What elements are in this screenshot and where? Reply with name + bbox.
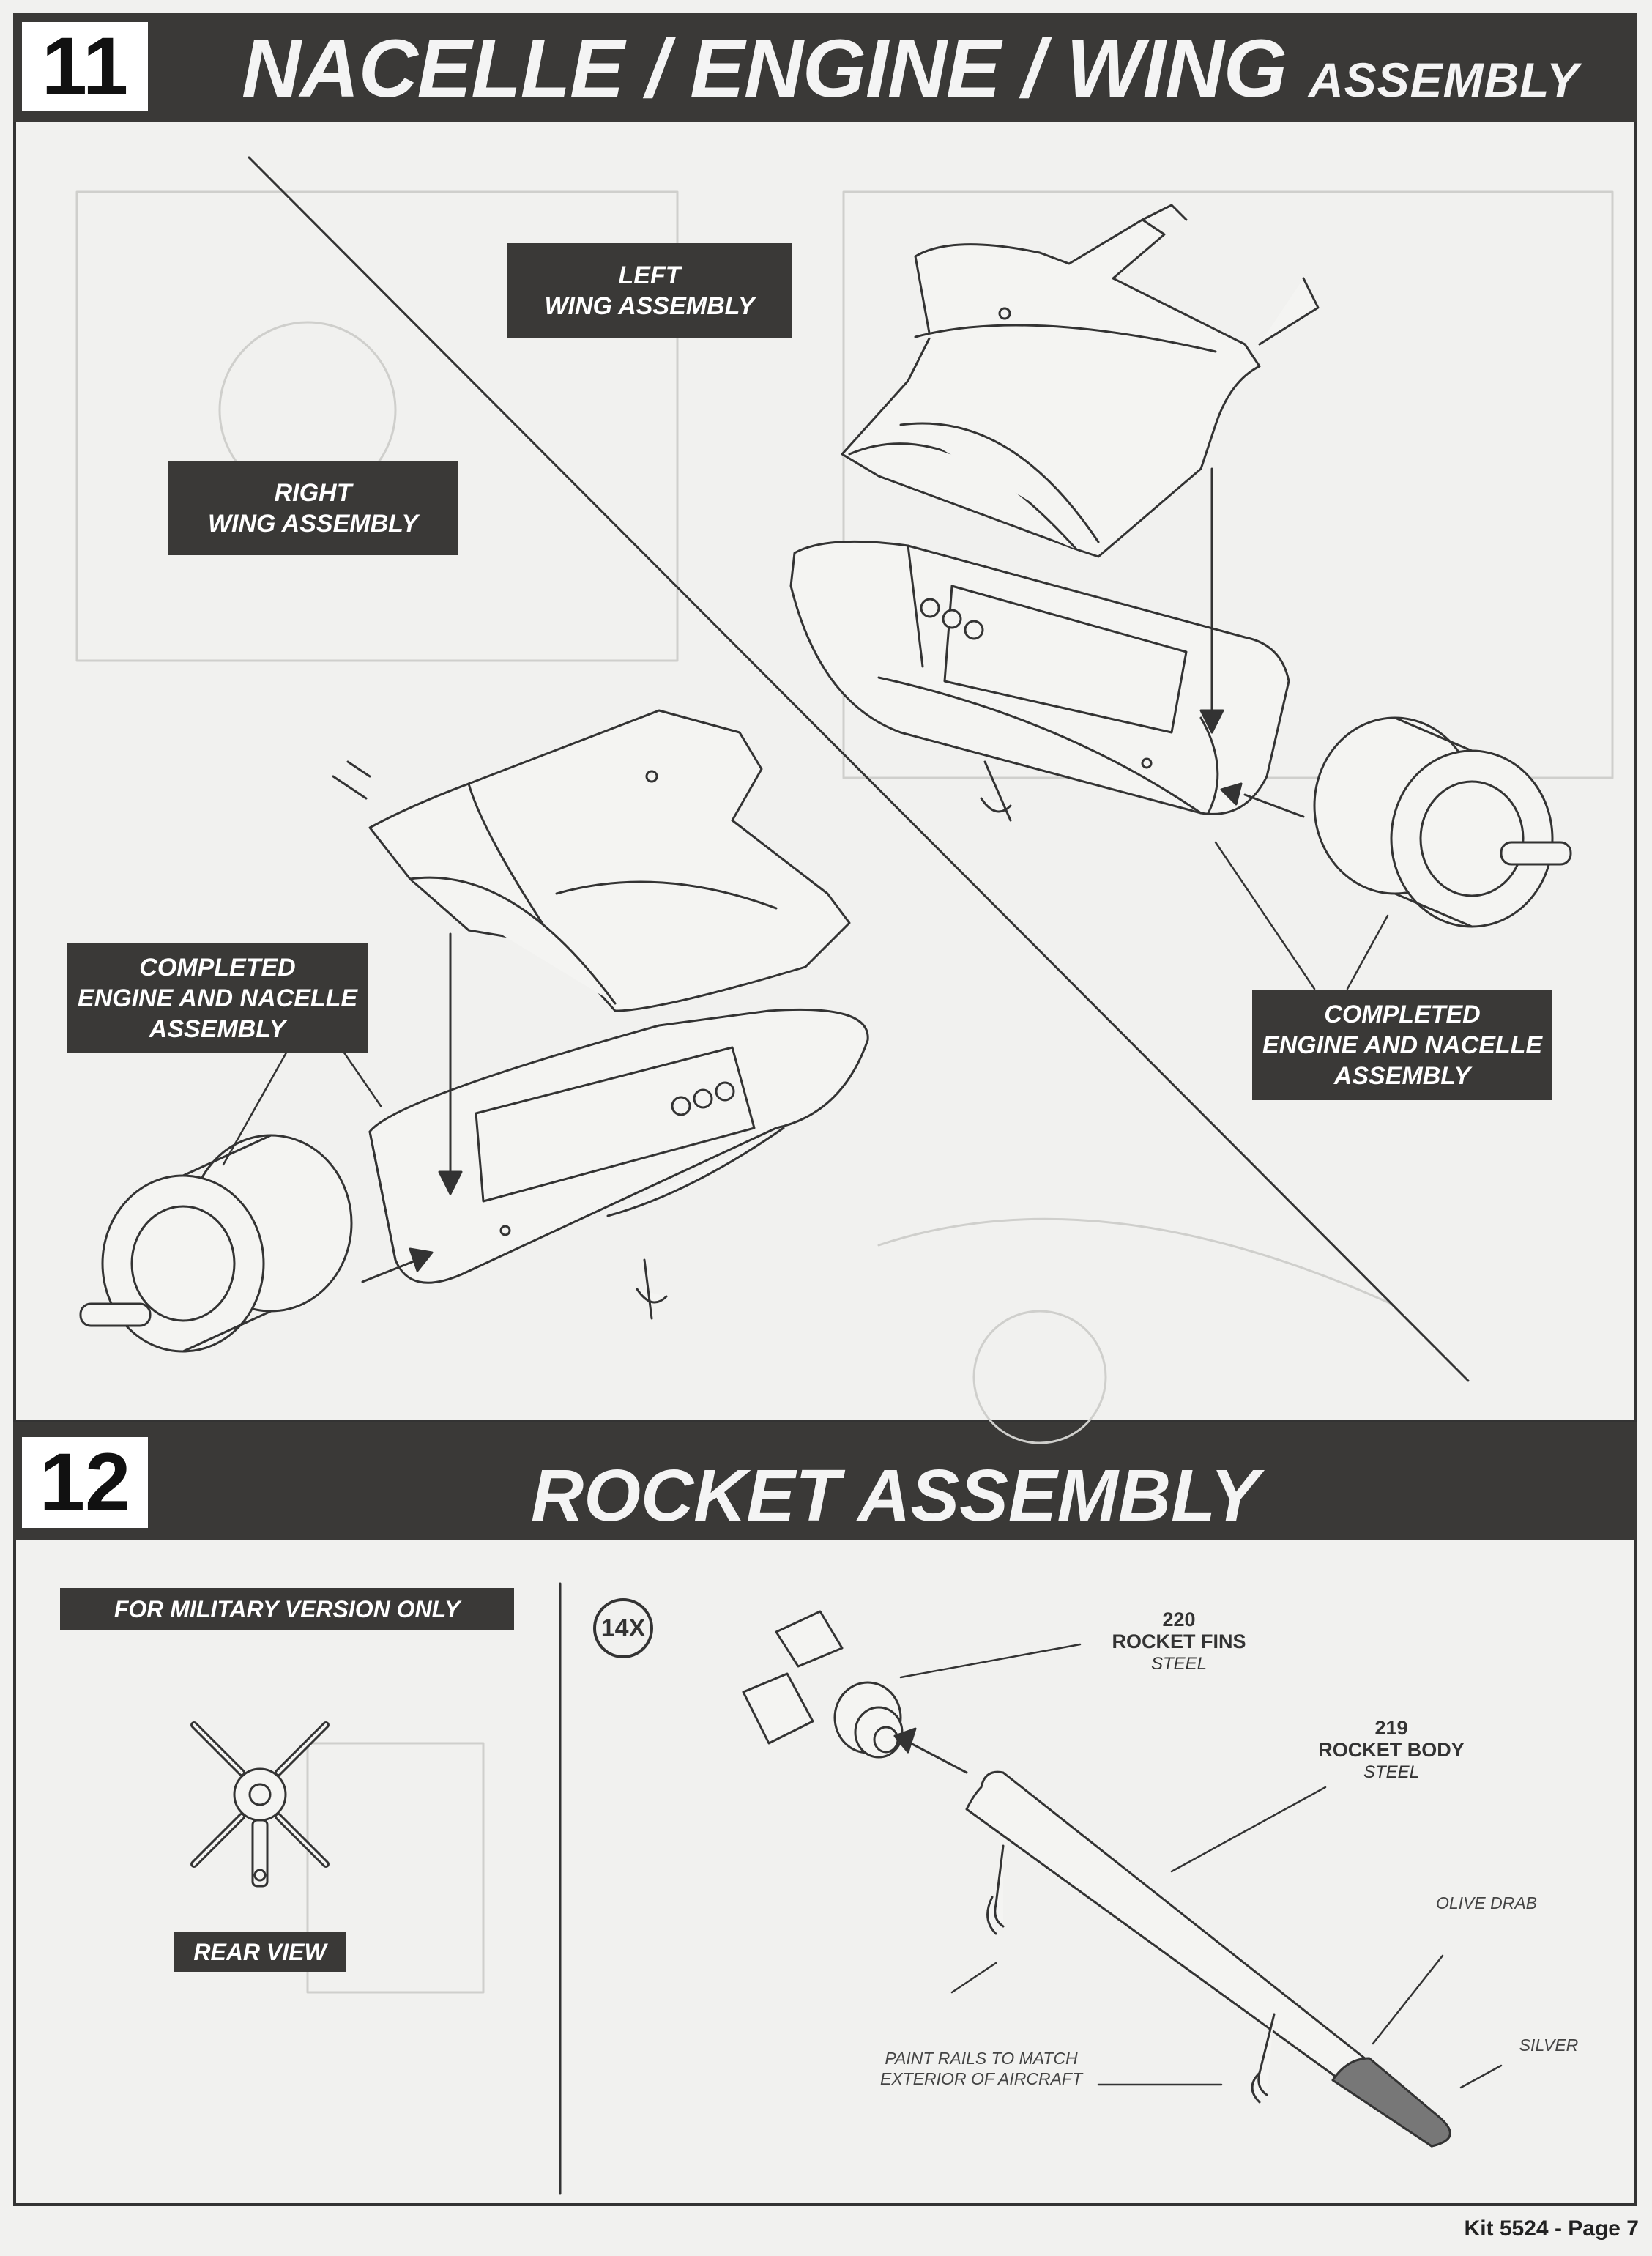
step-12-leaders <box>899 1643 1503 2089</box>
fins-paint-color: STEEL <box>1150 1654 1208 1674</box>
left-wing-assembly-label: LEFT WING ASSEMBLY <box>507 243 792 338</box>
step-12-title: ROCKET ASSEMBLY <box>531 1455 1260 1537</box>
quantity-badge: 14X <box>593 1598 653 1658</box>
left-nacelle-drawing <box>789 540 1290 822</box>
olive-drab-note: OLIVE DRAB <box>1435 1893 1538 1912</box>
step-11-header-bar <box>13 13 1637 122</box>
step-11-arrows <box>361 467 1305 1283</box>
rocket-arrow <box>907 1740 968 1774</box>
rocket-body-drawing <box>965 1770 1451 2148</box>
page-footer: Kit 5524 - Page 7 <box>1464 2216 1639 2241</box>
military-version-label: FOR MILITARY VERSION ONLY <box>60 1588 514 1630</box>
step-11-title-small: ASSEMBLY <box>1308 53 1580 107</box>
step-11-number: 11 <box>22 22 148 111</box>
step-11-leaders <box>222 841 1389 1166</box>
step-11-panel <box>13 122 1637 1422</box>
rear-view-rocket-drawing <box>190 1721 330 1888</box>
body-part-number: 219 <box>1374 1717 1408 1739</box>
diagonal-divider <box>248 156 1470 1382</box>
right-wing-assembly-label: RIGHT WING ASSEMBLY <box>168 461 458 555</box>
step-11-title-main: NACELLE / ENGINE / WING <box>242 23 1309 114</box>
rear-view-label: REAR VIEW <box>174 1932 346 1972</box>
right-nacelle-drawing <box>368 1008 869 1320</box>
left-wing-drawing <box>841 204 1320 558</box>
paint-rails-note: PAINT RAILS TO MATCH EXTERIOR OF AIRCRAF… <box>879 2049 1083 2088</box>
rocket-fins-drawing <box>742 1610 904 1759</box>
fins-part-number: 220 <box>1162 1608 1196 1630</box>
rocket-arrowhead <box>893 1727 917 1754</box>
right-wing-drawing <box>332 709 851 1012</box>
body-part-name: ROCKET BODY <box>1318 1739 1465 1761</box>
left-completed-engine-nacelle-label: COMPLETED ENGINE AND NACELLE ASSEMBLY <box>67 943 368 1053</box>
body-paint-color: STEEL <box>1363 1762 1420 1782</box>
right-engine-drawing <box>79 1134 353 1353</box>
step-12-header-bar <box>13 1422 1637 1540</box>
step-11-title: NACELLE / ENGINE / WING ASSEMBLY <box>242 25 1580 124</box>
fins-part-name: ROCKET FINS <box>1112 1630 1246 1652</box>
left-engine-drawing <box>1313 716 1572 928</box>
right-completed-engine-nacelle-label: COMPLETED ENGINE AND NACELLE ASSEMBLY <box>1252 990 1552 1100</box>
step-12-number: 12 <box>22 1437 148 1528</box>
silver-note: SILVER <box>1519 2036 1579 2055</box>
step-12-panel <box>13 1540 1637 2206</box>
